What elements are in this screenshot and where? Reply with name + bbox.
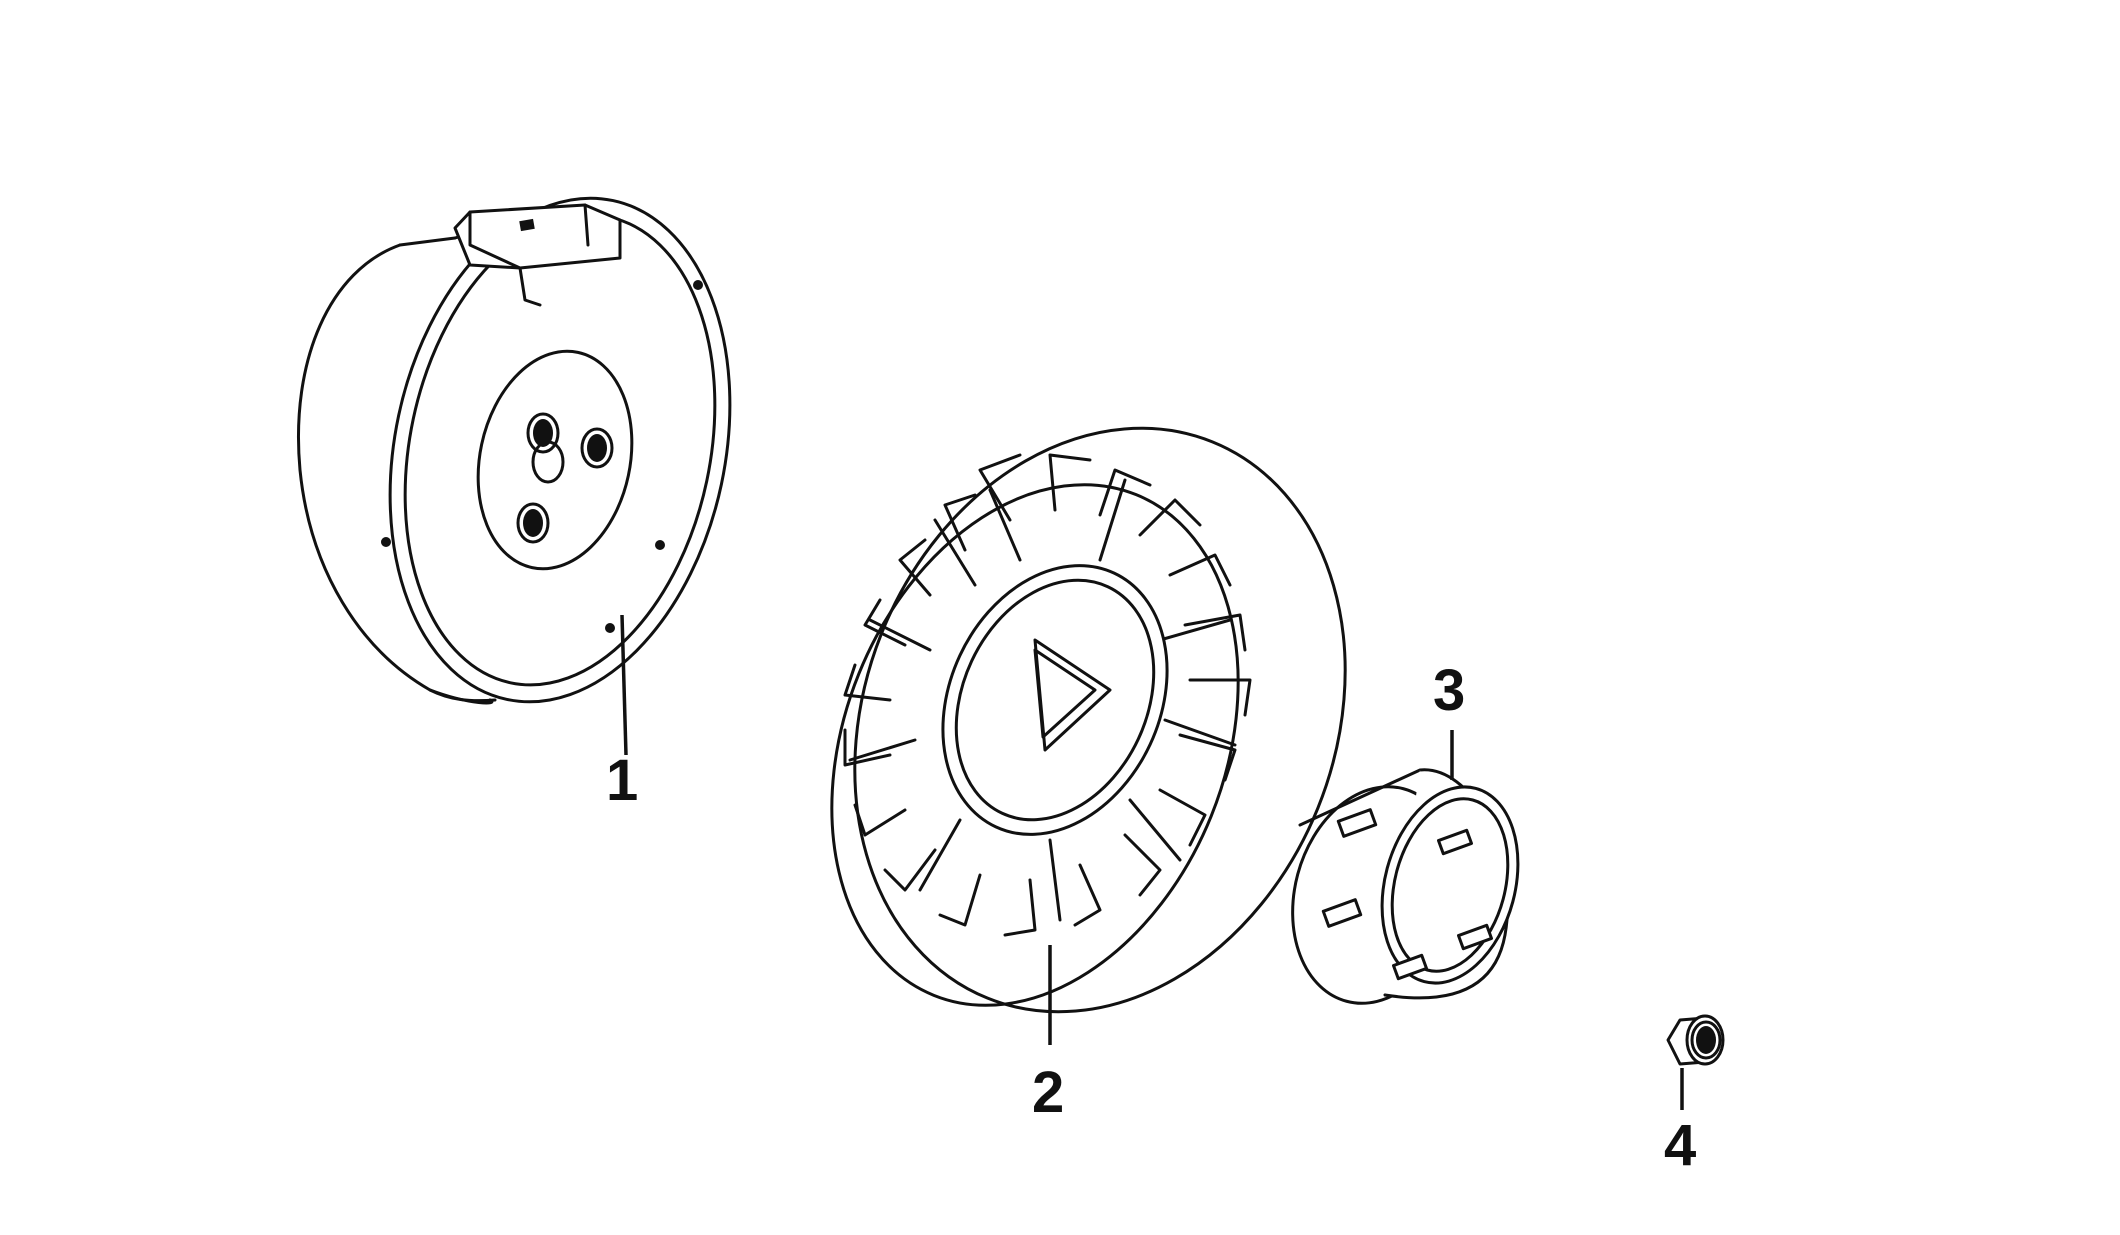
part-2-cooling-fan [830, 426, 1347, 1014]
callout-2: 2 [1032, 1060, 1064, 1125]
callout-3: 3 [1433, 658, 1465, 723]
callout-4: 4 [1664, 1113, 1696, 1178]
callout-1: 1 [606, 748, 638, 813]
leader-line-1 [620, 614, 628, 756]
part-1-flywheel [297, 196, 732, 705]
part-3-starter-cup [1291, 768, 1520, 1005]
part-4-nut [1666, 1014, 1725, 1066]
